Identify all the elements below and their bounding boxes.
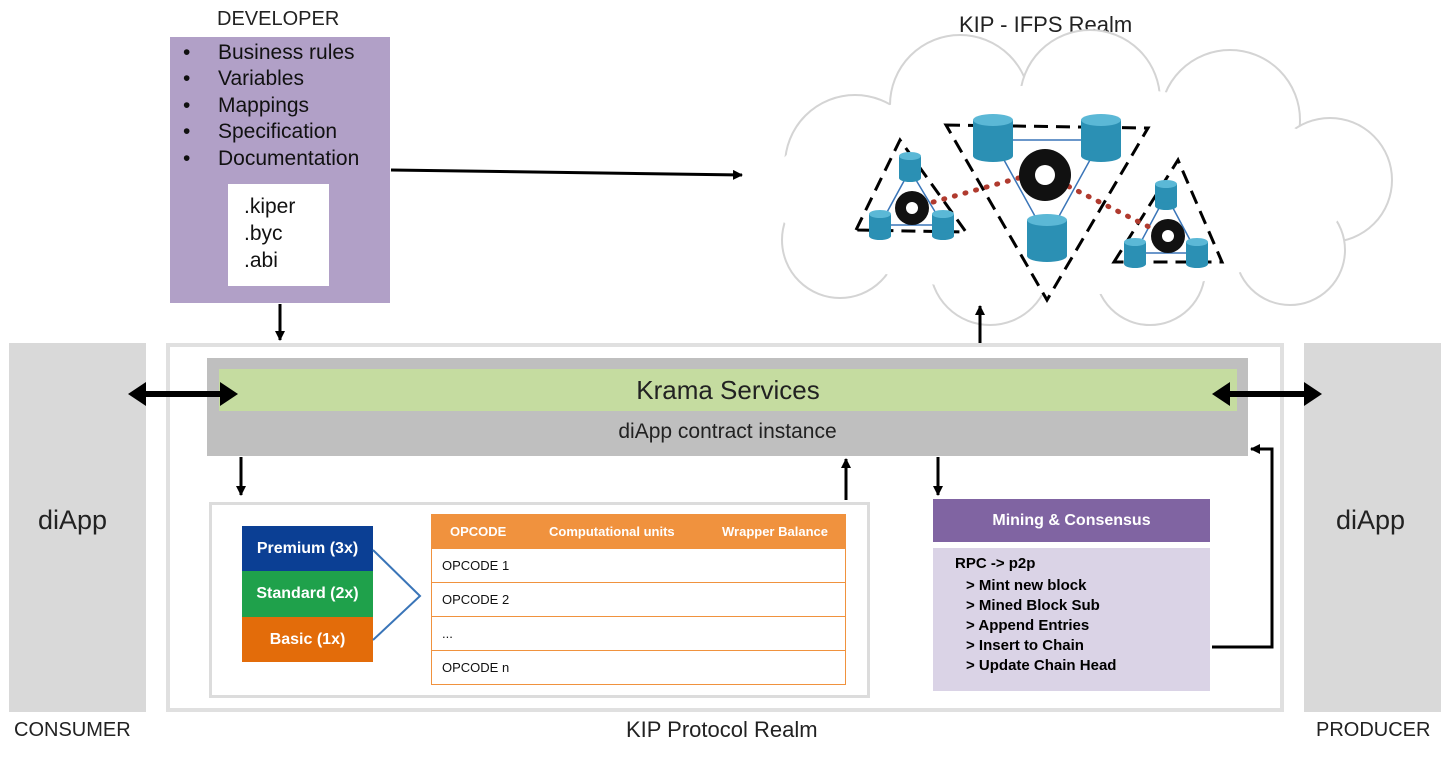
mining-steps: > Mint new block > Mined Block Sub > App… <box>966 576 1116 676</box>
table-row: OPCODE n <box>431 650 846 685</box>
tier-bracket <box>372 549 422 641</box>
consumer-link-arrow <box>128 382 238 406</box>
table-row: OPCODE 2 <box>431 582 846 617</box>
header-wrapper-balance: Wrapper Balance <box>715 514 846 549</box>
opcode-panel <box>209 502 870 698</box>
producer-role-label: PRODUCER <box>1316 719 1431 741</box>
mining-step: > Insert to Chain <box>966 637 1084 654</box>
header-opcode: OPCODE <box>431 514 543 549</box>
opcode-table: OPCODE Computational units Wrapper Balan… <box>431 514 846 685</box>
developer-files-box: .kiper .byc .abi <box>228 184 329 286</box>
storage-node-icon <box>869 210 891 240</box>
peer-node-icon <box>1151 219 1185 253</box>
file-kiper: .kiper <box>244 195 296 218</box>
tier-premium: Premium (3x) <box>242 526 373 571</box>
storage-node-icon <box>932 210 954 240</box>
contract-instance-label: diApp contract instance <box>618 420 837 443</box>
table-cell: ... <box>431 616 846 651</box>
storage-node-icon <box>1027 214 1067 262</box>
table-row: ... <box>431 616 846 651</box>
tier-standard: Standard (2x) <box>242 571 373 617</box>
consumer-panel <box>9 343 146 712</box>
producer-panel <box>1304 343 1441 712</box>
developer-title: DEVELOPER <box>217 8 340 30</box>
tier-basic: Basic (1x) <box>242 617 373 662</box>
peer-node-icon <box>895 191 929 225</box>
developer-item: Mappings <box>180 93 359 120</box>
producer-app-label: diApp <box>1336 505 1406 535</box>
protocol-realm-box <box>166 343 1284 712</box>
storage-node-icon <box>973 114 1013 162</box>
storage-node-icon <box>1124 238 1146 268</box>
rpc-label: RPC -> p2p <box>955 555 1036 572</box>
mining-consensus-body <box>933 548 1210 691</box>
storage-node-icon <box>899 152 921 182</box>
protocol-realm-label: KIP Protocol Realm <box>626 717 818 742</box>
mining-step: > Append Entries <box>966 617 1090 634</box>
developer-item: Specification <box>180 119 359 146</box>
mining-consensus-header: Mining & Consensus <box>933 499 1210 542</box>
arrow-developer-to-ipfs <box>390 168 743 180</box>
flow-arrows <box>236 168 1274 649</box>
mining-step: > Update Chain Head <box>966 657 1117 674</box>
table-cell: OPCODE 2 <box>431 582 846 617</box>
mining-step: > Mint new block <box>966 577 1087 594</box>
producer-link-arrow <box>1212 382 1322 406</box>
peer-node-icon <box>1019 149 1071 201</box>
mining-step: > Mined Block Sub <box>966 597 1100 614</box>
table-cell: OPCODE n <box>431 650 846 685</box>
storage-node-icon <box>1081 114 1121 162</box>
file-abi: .abi <box>244 249 278 272</box>
consumer-role-label: CONSUMER <box>14 719 131 741</box>
storage-node-icon <box>1155 180 1177 210</box>
arrow-mining-to-instance <box>1212 444 1274 649</box>
consumer-app-label: diApp <box>38 505 108 535</box>
node-connectors <box>878 139 1199 254</box>
node-cluster-outlines <box>853 123 1225 303</box>
file-byc: .byc <box>244 222 283 245</box>
developer-item: Documentation <box>180 146 359 173</box>
developer-item: Business rules <box>180 40 359 67</box>
developer-items: Business rules Variables Mappings Specif… <box>180 40 359 172</box>
storage-node-icon <box>1186 238 1208 268</box>
krama-services-bar: Krama Services <box>219 369 1237 411</box>
developer-item: Variables <box>180 66 359 93</box>
